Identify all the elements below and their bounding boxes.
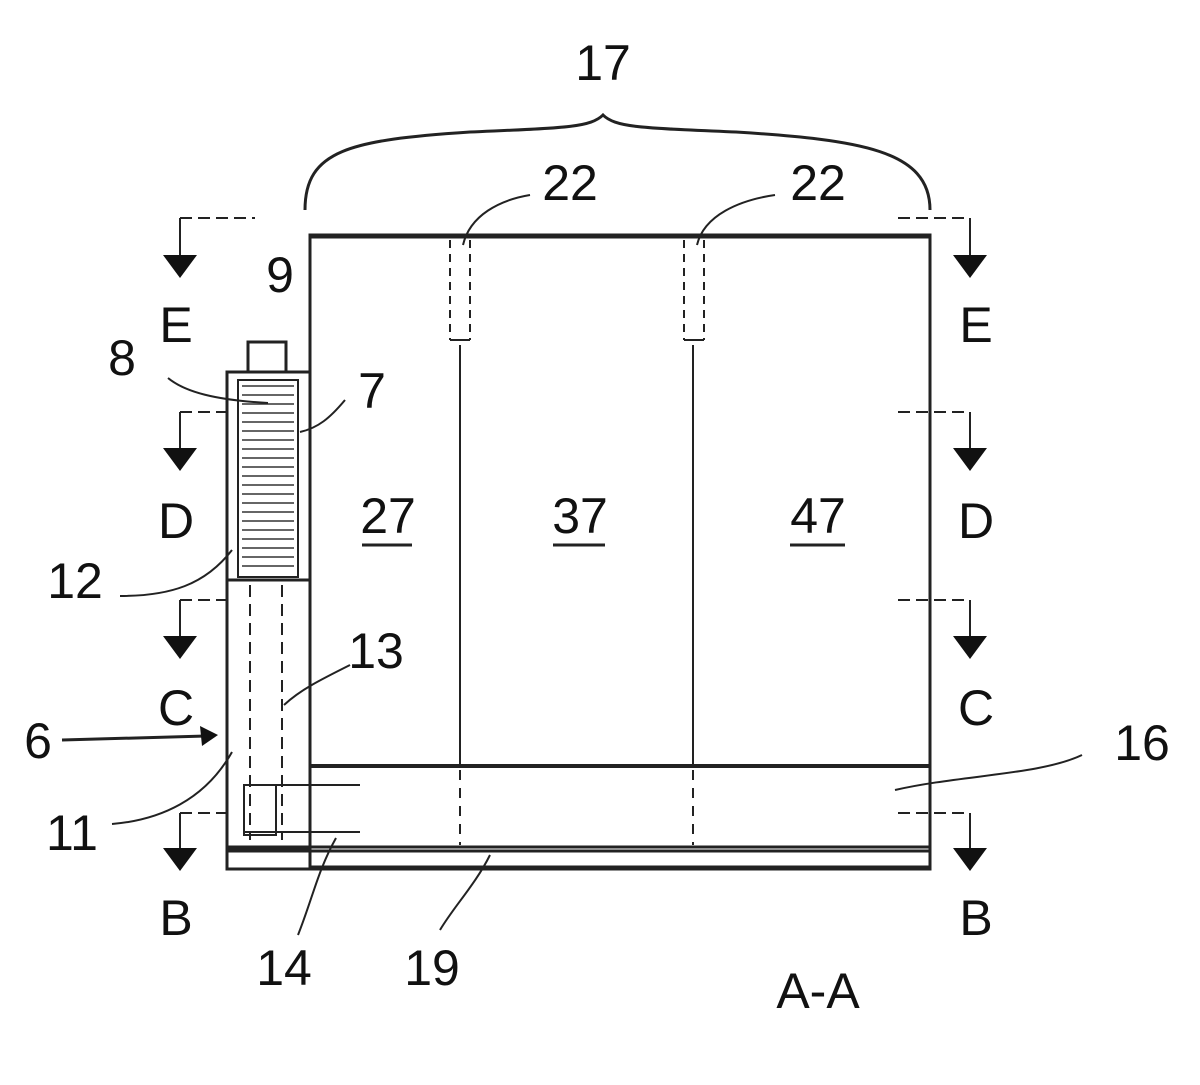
section-marker-right-C	[898, 599, 987, 659]
leader-16	[894, 754, 1083, 791]
ref-17: 17	[575, 35, 631, 91]
marker-right-D: D	[958, 493, 994, 549]
brace-17	[303, 112, 932, 211]
section-marker-right-D	[898, 411, 987, 471]
section-marker-left-D	[163, 411, 232, 471]
coil-frame	[237, 379, 299, 578]
ref-11: 11	[46, 805, 98, 861]
ref-6: 6	[24, 713, 52, 769]
leader-13	[283, 664, 351, 706]
marker-right-B: B	[959, 890, 992, 946]
leader-8	[167, 377, 269, 404]
ref-13: 13	[348, 623, 404, 679]
ref-27: 27	[360, 488, 416, 544]
connector-body	[243, 784, 277, 836]
screw-cap	[246, 340, 288, 374]
base-plate	[225, 845, 932, 871]
marker-left-B: B	[159, 890, 192, 946]
ref-22-left: 22	[542, 155, 598, 211]
section-marker-right-E	[898, 217, 987, 278]
marker-left-C: C	[158, 680, 194, 736]
section-marker-left-C	[163, 599, 232, 659]
leader-22-left	[462, 194, 531, 246]
fastener-left	[449, 240, 471, 341]
ref-47: 47	[790, 488, 846, 544]
section-label: A-A	[776, 963, 860, 1019]
ref-37: 37	[552, 488, 608, 544]
section-marker-left-E	[163, 217, 255, 278]
leader-19	[439, 854, 491, 931]
main-housing	[308, 233, 932, 869]
ref-9: 9	[266, 247, 294, 303]
ref-14: 14	[256, 940, 312, 996]
marker-left-D: D	[158, 493, 194, 549]
tube	[225, 578, 312, 852]
ref-7: 7	[358, 363, 386, 419]
section-marker-left-B	[163, 812, 232, 871]
leader-22-right	[696, 194, 776, 246]
marker-right-C: C	[958, 680, 994, 736]
leader-7	[299, 399, 346, 433]
arrow-6-head	[200, 726, 218, 746]
coil-windings	[242, 385, 294, 567]
ref-16: 16	[1114, 715, 1170, 771]
ref-22-right: 22	[790, 155, 846, 211]
ref-8: 8	[108, 330, 136, 386]
leader-11	[111, 751, 233, 825]
leader-12	[119, 549, 233, 597]
ref-12: 12	[47, 553, 103, 609]
section-marker-right-B	[898, 812, 987, 871]
leader-14	[297, 837, 337, 936]
marker-right-E: E	[959, 297, 992, 353]
fastener-right	[683, 240, 705, 341]
marker-left-E: E	[159, 297, 192, 353]
arrow-6-shaft	[61, 734, 207, 742]
ref-19: 19	[404, 940, 460, 996]
